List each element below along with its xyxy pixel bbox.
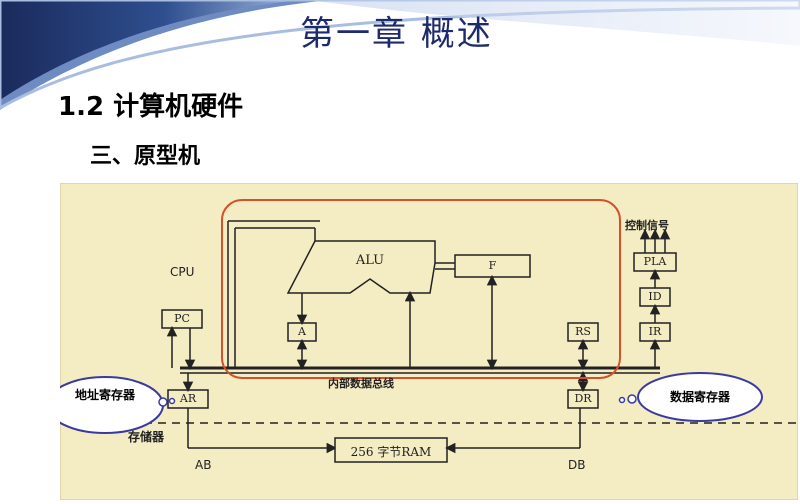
rs-label: RS: [575, 325, 591, 338]
pla-label: PLA: [643, 255, 667, 268]
slide-title: 第一章 概述: [300, 14, 493, 54]
alu-highlight: [221, 199, 621, 379]
memory-label: 存储器: [128, 430, 165, 444]
f-label: F: [488, 259, 497, 272]
subsection-heading: 三、原型机: [90, 143, 201, 169]
pc-label: PC: [174, 312, 190, 325]
prototype-computer-diagram: CPU ALU F A PC AR RS DR PLA ID IR 控制信号 内…: [46, 182, 799, 501]
diagram-canvas: [46, 182, 799, 501]
data-register-callout: [637, 372, 763, 422]
ab-label: AB: [195, 458, 212, 472]
id-label: ID: [648, 290, 662, 303]
alu-label: ALU: [355, 253, 385, 268]
ar-label: AR: [179, 392, 197, 405]
data-register-callout-text: 数据寄存器: [669, 390, 730, 404]
a-label: A: [298, 325, 306, 338]
ir-label: IR: [648, 325, 662, 338]
dr-label: DR: [574, 392, 592, 405]
alu-unit: [286, 240, 436, 294]
pc-register: [161, 309, 203, 329]
section-heading: 1.2 计算机硬件: [58, 92, 244, 122]
db-label: DB: [568, 458, 586, 472]
cpu-label: CPU: [170, 265, 195, 279]
control-signal-label: 控制信号: [625, 219, 669, 232]
ram-block: [334, 437, 448, 463]
ram-label: 256 字节RAM: [350, 445, 432, 459]
internal-bus-label: 内部数据总线: [328, 377, 394, 390]
address-register-callout-text: 地址寄存器: [74, 388, 135, 402]
